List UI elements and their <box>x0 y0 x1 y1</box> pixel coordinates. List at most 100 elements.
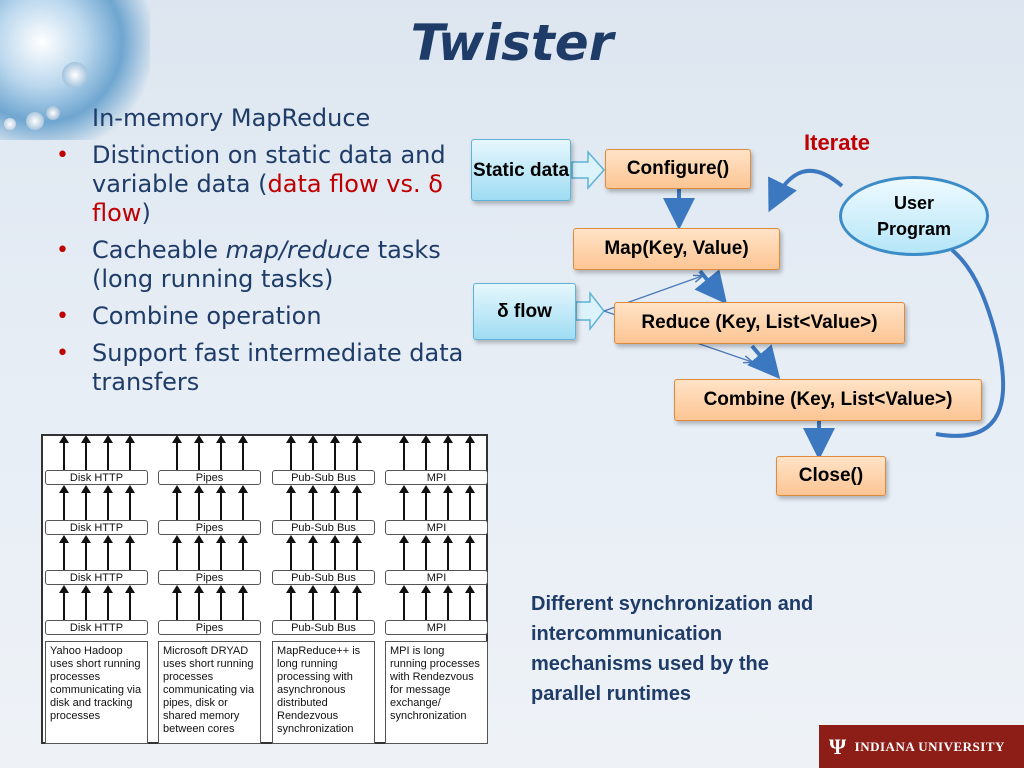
up-arrow-icon <box>238 535 248 570</box>
up-arrow-icon <box>352 435 362 470</box>
figure-band: Disk HTTP <box>45 620 148 635</box>
decorative-orb <box>46 106 60 120</box>
bullet-item: Cacheable <box>92 236 226 264</box>
runtime-comparison-figure: Disk HTTP Disk HTTP Disk HTTP Disk HTTP … <box>41 434 488 744</box>
bullet-item: Distinction on static data and variable … <box>92 141 446 198</box>
map-label: Map(Key, Value) <box>604 238 749 259</box>
logo-text: INDIANA UNIVERSITY <box>854 738 1005 754</box>
reduce-label: Reduce (Key, List<Value>) <box>641 312 878 333</box>
up-arrow-icon <box>81 535 91 570</box>
up-arrow-icon <box>399 435 409 470</box>
up-arrow-icon <box>172 485 182 520</box>
up-arrow-icon <box>399 485 409 520</box>
indiana-university-logo: Ψ INDIANA UNIVERSITY <box>819 725 1024 768</box>
up-arrow-icon <box>103 535 113 570</box>
up-arrow-icon <box>59 585 69 620</box>
up-arrow-icon <box>443 485 453 520</box>
bullet-glyph: • <box>56 341 69 366</box>
decorative-orb <box>62 62 88 88</box>
iterate-label: Iterate <box>804 130 871 155</box>
up-arrow-icon <box>238 585 248 620</box>
up-arrow-icon <box>238 435 248 470</box>
arrow-row <box>385 535 488 570</box>
bullet-glyph: • <box>56 304 69 329</box>
bullet-item: • Distinction on static data and variabl… <box>56 141 466 228</box>
up-arrow-icon <box>421 535 431 570</box>
bullet-item: In-memory MapReduce <box>92 104 371 132</box>
delta-flow-box: δ flow <box>473 283 576 340</box>
up-arrow-icon <box>238 485 248 520</box>
up-arrow-icon <box>216 485 226 520</box>
bullet-item: • Cacheable map/reduce tasks (long runni… <box>56 236 466 294</box>
iterate-loop-arrow <box>768 168 844 213</box>
up-arrow-icon <box>352 585 362 620</box>
up-arrow-icon <box>194 435 204 470</box>
figure-band: Disk HTTP <box>45 470 148 485</box>
up-arrow-icon <box>330 485 340 520</box>
up-arrow-icon <box>125 535 135 570</box>
arrow-row <box>158 435 261 470</box>
bullet-item: • Combine operation <box>56 302 466 331</box>
up-arrow-icon <box>59 485 69 520</box>
reduce-box: Reduce (Key, List<Value>) <box>614 302 905 344</box>
arrow-row <box>158 585 261 620</box>
bullet-item: ) <box>141 199 151 227</box>
up-arrow-icon <box>421 585 431 620</box>
reduce-to-combine-arrow <box>747 344 781 380</box>
bullet-list: In-memory MapReduce • Distinction on sta… <box>56 104 466 405</box>
bullet-glyph: • <box>56 238 69 263</box>
up-arrow-icon <box>330 535 340 570</box>
up-arrow-icon <box>103 435 113 470</box>
figure-description: MapReduce++ is long running processing w… <box>272 641 375 744</box>
up-arrow-icon <box>443 535 453 570</box>
up-arrow-icon <box>286 585 296 620</box>
up-arrow-icon <box>399 535 409 570</box>
up-arrow-icon <box>103 485 113 520</box>
up-arrow-icon <box>330 585 340 620</box>
arrow-row <box>385 435 488 470</box>
figure-band: Pub-Sub Bus <box>272 520 375 535</box>
up-arrow-icon <box>125 585 135 620</box>
delta-flow-arrow <box>575 290 605 332</box>
close-box: Close() <box>776 456 886 496</box>
figure-description: MPI is long running processes with Rende… <box>385 641 488 744</box>
up-arrow-icon <box>216 585 226 620</box>
up-arrow-icon <box>125 485 135 520</box>
up-arrow-icon <box>286 435 296 470</box>
up-arrow-icon <box>308 585 318 620</box>
arrow-row <box>272 485 375 520</box>
figure-band: Pub-Sub Bus <box>272 570 375 585</box>
arrow-row <box>45 435 148 470</box>
up-arrow-icon <box>194 585 204 620</box>
up-arrow-icon <box>59 435 69 470</box>
arrow-row <box>45 535 148 570</box>
bullet-item: • Support fast intermediate data transfe… <box>56 339 466 397</box>
up-arrow-icon <box>465 585 475 620</box>
up-arrow-icon <box>308 485 318 520</box>
up-arrow-icon <box>308 535 318 570</box>
figure-band: Pub-Sub Bus <box>272 620 375 635</box>
bullet-item: data flow vs. δ flow <box>92 170 443 227</box>
figure-band: MPI <box>385 570 488 585</box>
arrow-row <box>385 585 488 620</box>
figure-band: Pipes <box>158 570 261 585</box>
up-arrow-icon <box>194 535 204 570</box>
up-arrow-icon <box>81 585 91 620</box>
up-arrow-icon <box>216 535 226 570</box>
up-arrow-icon <box>421 435 431 470</box>
up-arrow-icon <box>103 585 113 620</box>
combine-box: Combine (Key, List<Value>) <box>674 379 982 421</box>
arrow-row <box>158 485 261 520</box>
up-arrow-icon <box>125 435 135 470</box>
configure-label: Configure() <box>626 158 730 179</box>
up-arrow-icon <box>330 435 340 470</box>
bullet-item: Combine operation <box>92 302 322 330</box>
up-arrow-icon <box>81 485 91 520</box>
figure-band: Pub-Sub Bus <box>272 470 375 485</box>
figure-description: Microsoft DRYAD uses short running proce… <box>158 641 261 744</box>
up-arrow-icon <box>194 485 204 520</box>
up-arrow-icon <box>399 585 409 620</box>
delta-flow-label: δ flow <box>497 301 552 322</box>
arrow-row <box>272 535 375 570</box>
arrow-row <box>45 485 148 520</box>
